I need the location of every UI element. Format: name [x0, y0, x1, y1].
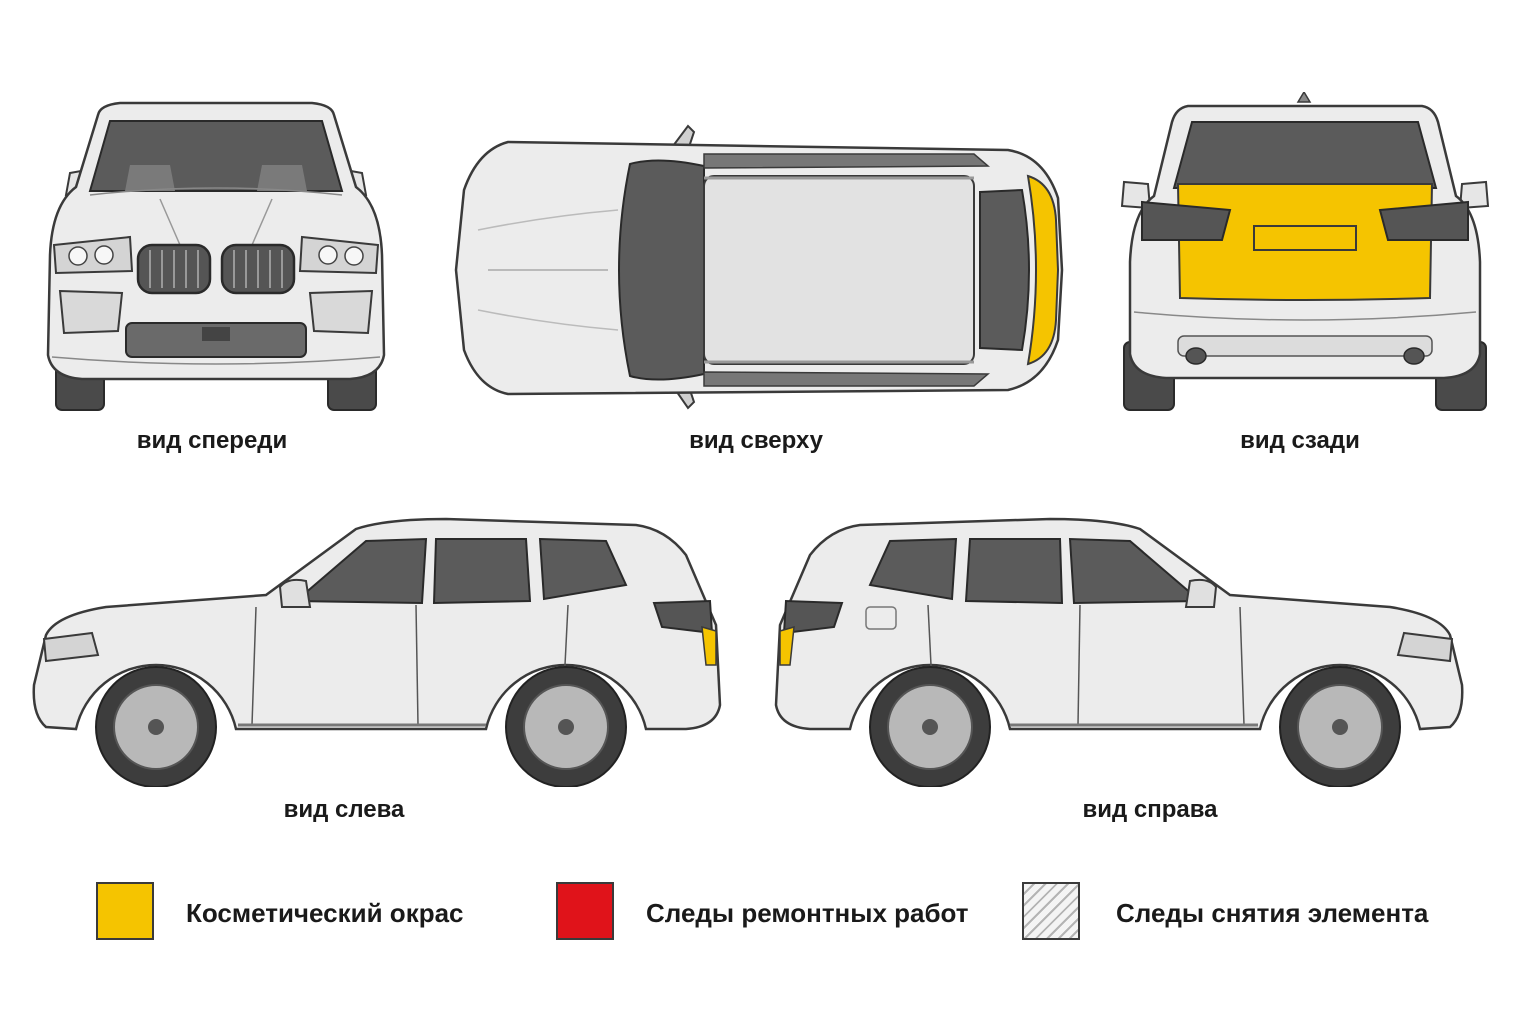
right-view-label: вид справа: [1082, 796, 1218, 823]
top-view-drawing: [454, 124, 1064, 410]
top-view: [448, 120, 1068, 420]
legend-label-repair-traces: Следы ремонтных работ: [646, 898, 969, 928]
rear-view-label: вид сзади: [1240, 427, 1360, 454]
legend-label-cosmetic-paint: Косметический окрас: [186, 898, 464, 928]
rear-view: [1118, 92, 1492, 414]
right-rear-wheel: [869, 666, 991, 787]
right-view-drawing: [774, 517, 1464, 787]
left-front-wheel: [95, 666, 217, 787]
left-rear-wheel: [505, 666, 627, 787]
left-view: [26, 515, 726, 787]
legend-swatch-repair-traces: [556, 882, 614, 940]
top-view-label: вид сверху: [689, 427, 823, 454]
right-front-wheel: [1279, 666, 1401, 787]
right-view: [770, 515, 1470, 787]
left-view-drawing: [32, 517, 722, 787]
legend-swatch-removal-traces: [1022, 882, 1080, 940]
left-view-label: вид слева: [283, 796, 405, 823]
legend-label-removal-traces: Следы снятия элемента: [1116, 898, 1429, 928]
legend-swatch-cosmetic-paint: [96, 882, 154, 940]
front-view: [30, 95, 402, 415]
front-view-label: вид спереди: [136, 427, 288, 454]
rear-view-drawing: [1120, 92, 1490, 411]
front-view-drawing: [46, 101, 386, 411]
